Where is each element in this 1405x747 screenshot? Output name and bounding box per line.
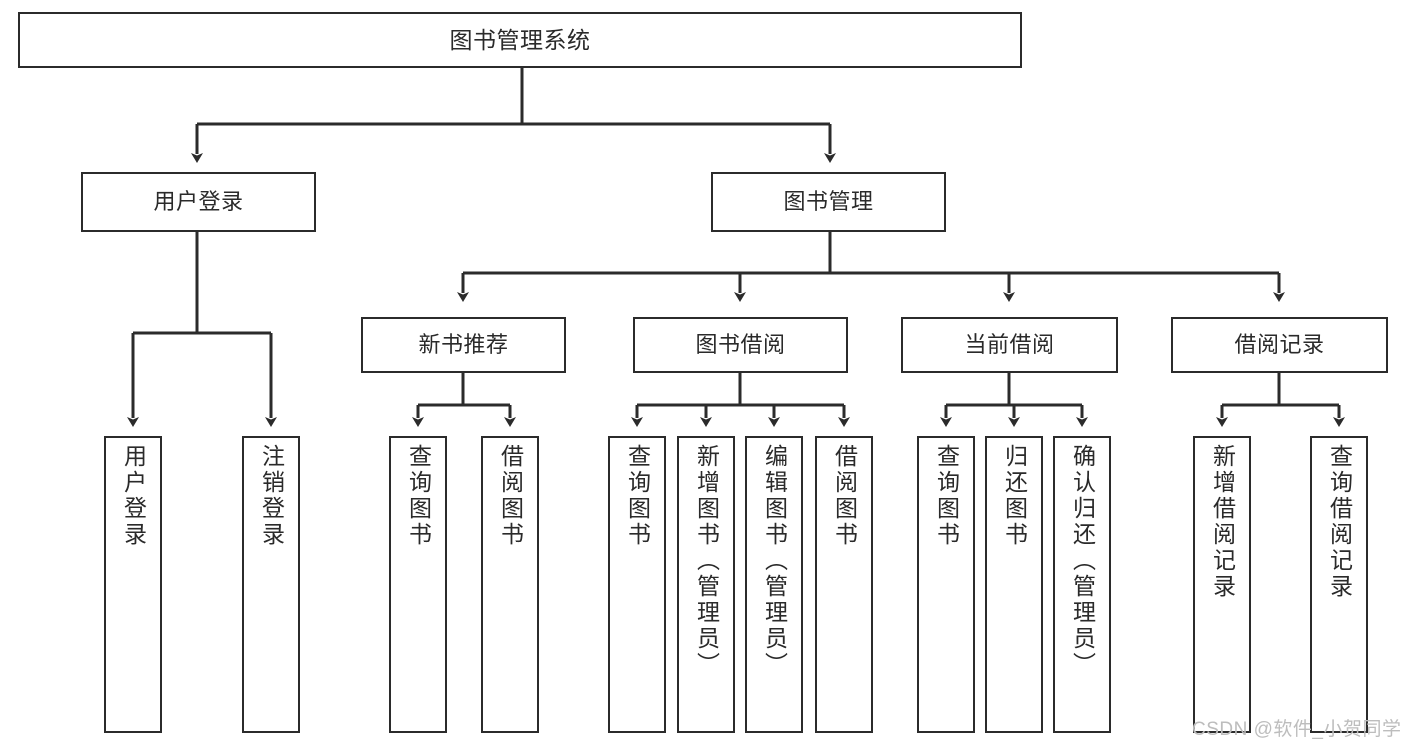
node-current-borrow[interactable]: 当前借阅 — [901, 317, 1118, 373]
leaf-current-query-book[interactable]: 查询图书 — [917, 436, 975, 733]
leaf-record-add-borrow-record[interactable]: 新增借阅记录 — [1193, 436, 1251, 733]
node-label: 新增借阅记录 — [1209, 444, 1236, 600]
node-label: 查询图书 — [624, 444, 651, 548]
leaf-user-login[interactable]: 用户登录 — [104, 436, 162, 733]
node-label: 借阅图书 — [497, 444, 524, 548]
leaf-current-confirm-return-admin[interactable]: 确认归还（管理员） — [1053, 436, 1111, 733]
node-label: 用户登录 — [120, 444, 147, 548]
leaf-borrow-query-book[interactable]: 查询图书 — [608, 436, 666, 733]
node-label: 图书管理 — [783, 189, 874, 215]
leaf-recommend-borrow-book[interactable]: 借阅图书 — [481, 436, 539, 733]
leaf-borrow-edit-book-admin[interactable]: 编辑图书（管理员） — [745, 436, 803, 733]
node-label: 新书推荐 — [418, 332, 509, 358]
leaf-user-logout[interactable]: 注销登录 — [242, 436, 300, 733]
watermark-text: CSDN @软件_小贺同学 — [1192, 719, 1402, 740]
leaf-borrow-borrow-book[interactable]: 借阅图书 — [815, 436, 873, 733]
node-label: 归还图书 — [1001, 444, 1028, 548]
node-book-management[interactable]: 图书管理 — [711, 172, 946, 232]
leaf-borrow-add-book-admin[interactable]: 新增图书（管理员） — [677, 436, 735, 733]
node-label: 当前借阅 — [964, 332, 1055, 358]
node-book-borrow[interactable]: 图书借阅 — [633, 317, 848, 373]
node-label: 用户登录 — [153, 189, 244, 215]
node-borrow-record[interactable]: 借阅记录 — [1171, 317, 1388, 373]
node-label: 注销登录 — [258, 444, 285, 548]
node-label: 确认归还（管理员） — [1069, 444, 1096, 678]
node-label: 编辑图书（管理员） — [761, 444, 788, 678]
leaf-record-query-borrow-record[interactable]: 查询借阅记录 — [1310, 436, 1368, 733]
node-root-system[interactable]: 图书管理系统 — [18, 12, 1022, 68]
node-label: 借阅记录 — [1234, 332, 1325, 358]
node-label: 图书借阅 — [695, 332, 786, 358]
node-label: 查询图书 — [933, 444, 960, 548]
node-label: 查询图书 — [405, 444, 432, 548]
node-label: 查询借阅记录 — [1326, 444, 1353, 600]
leaf-current-return-book[interactable]: 归还图书 — [985, 436, 1043, 733]
leaf-recommend-query-book[interactable]: 查询图书 — [389, 436, 447, 733]
node-user-login[interactable]: 用户登录 — [81, 172, 316, 232]
node-label: 新增图书（管理员） — [693, 444, 720, 678]
node-new-book-recommend[interactable]: 新书推荐 — [361, 317, 566, 373]
node-label: 借阅图书 — [831, 444, 858, 548]
node-label: 图书管理系统 — [449, 26, 591, 53]
